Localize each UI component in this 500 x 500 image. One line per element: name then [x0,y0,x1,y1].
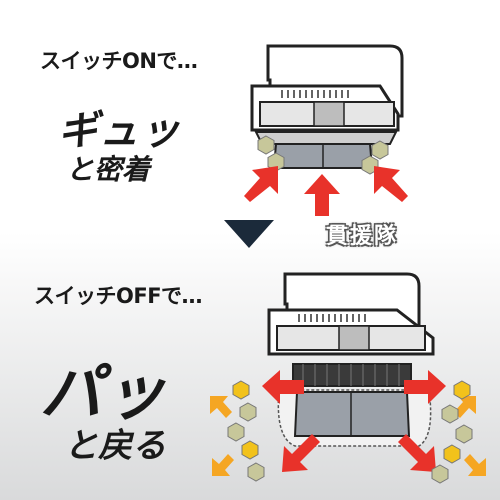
arrow-icon [398,434,436,472]
hex-nut-icon [232,380,250,400]
hex-nut-icon [247,462,265,482]
arrow-icon [464,454,486,476]
arrow-icon [304,174,340,216]
hex-nut-icon [239,402,257,422]
bottom-heading-line1: パッ [40,356,169,429]
top-caption: スイッチONで… [40,49,198,73]
watermark-text: 貫援隊 [326,224,399,249]
arrow-icon [454,396,476,418]
top-heading-line1: ギュッ [58,108,181,154]
top-heading-line2: と密着 [66,153,151,186]
hex-nut-icon [441,404,459,424]
arrow-icon [374,166,408,202]
arrow-icon [282,434,320,472]
hex-nut-icon [241,440,259,460]
bottom-heading-line2: と戻る [64,426,166,466]
arrow-icon [212,454,234,476]
arrow-icon [244,166,278,202]
machine-on-illustration [250,44,404,169]
down-triangle-icon [224,220,274,248]
hex-nut-icon [371,140,389,160]
hex-nut-icon [455,424,473,444]
arrow-icon [262,370,304,404]
hex-nut-icon [453,380,471,400]
machine-off-illustration [267,272,435,447]
bottom-caption: スイッチOFFで… [34,284,203,308]
hex-nut-icon [443,444,461,464]
arrow-icon [210,396,232,418]
hex-nut-icon [227,422,245,442]
hex-nut-icon [431,464,449,484]
hex-nut-icon [257,135,275,155]
arrow-icon [404,370,446,404]
